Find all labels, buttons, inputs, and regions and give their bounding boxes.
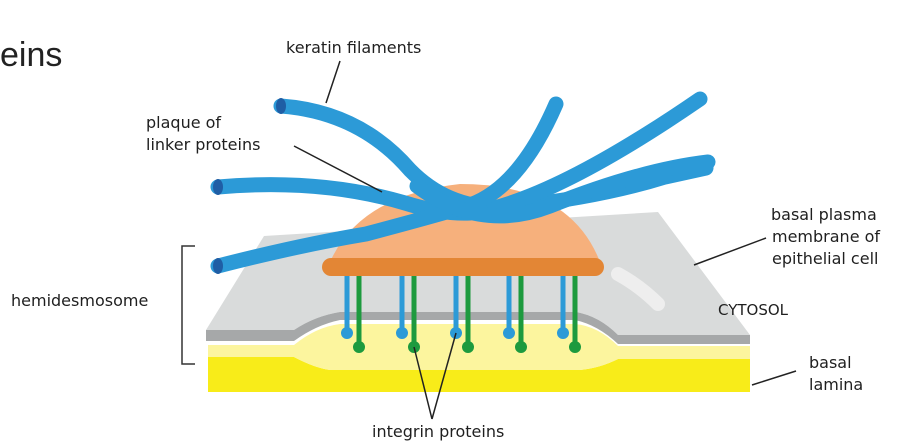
integrin-protein-group: [341, 276, 581, 353]
integrin-blue-knob-4: [503, 327, 515, 339]
keratin-end-2: [213, 179, 223, 195]
cytosol-label: CYTOSOL: [718, 301, 789, 319]
integrin-green-knob-1: [353, 341, 365, 353]
plaque-label-line-2: linker proteins: [146, 135, 260, 154]
keratin-filament-group: [210, 91, 716, 274]
basal-lamina-leader-line: [751, 370, 797, 386]
membrane-front-edge: [206, 312, 750, 344]
integrin-blue-knob-1: [341, 327, 353, 339]
keratin-leader-line: [325, 60, 341, 104]
basal-plasma-label-line-3: epithelial cell: [772, 249, 878, 268]
integrin-blue-knob-2: [396, 327, 408, 339]
basal-plasma-label-line-2: membrane of: [772, 227, 880, 246]
basal-plasma-leader-line: [693, 237, 767, 266]
plaque-base: [322, 258, 604, 276]
plaque-leader-line: [293, 145, 383, 193]
integrin-green-knob-5: [569, 341, 581, 353]
basal-lamina-label-line-1: basal: [809, 353, 852, 372]
plaque-label-line-1: plaque of: [146, 113, 221, 132]
integrin-blue-knob-5: [557, 327, 569, 339]
leader-lines: [293, 60, 797, 420]
integrin-proteins-label: integrin proteins: [372, 422, 504, 441]
keratin-filaments-label: keratin filaments: [286, 38, 421, 57]
keratin-end-3: [213, 258, 223, 274]
integrin-green-knob-3: [462, 341, 474, 353]
integrin-leader-line-2: [431, 332, 457, 420]
keratin-end-1: [276, 98, 286, 114]
keratin-filament-3: [210, 96, 564, 274]
basal-plasma-label-line-1: basal plasma: [771, 205, 877, 224]
integrin-leader-line-1: [413, 346, 433, 420]
integrin-green-knob-4: [515, 341, 527, 353]
basal-lamina-front: [208, 357, 750, 392]
title-fragment: eins: [0, 36, 62, 74]
basal-lamina-label-line-2: lamina: [809, 375, 863, 394]
hemidesmosome-label: hemidesmosome: [11, 291, 148, 310]
hemidesmosome-bracket: [181, 245, 195, 365]
keratin-filament-4: [409, 154, 716, 224]
membrane-highlight: [611, 267, 665, 311]
